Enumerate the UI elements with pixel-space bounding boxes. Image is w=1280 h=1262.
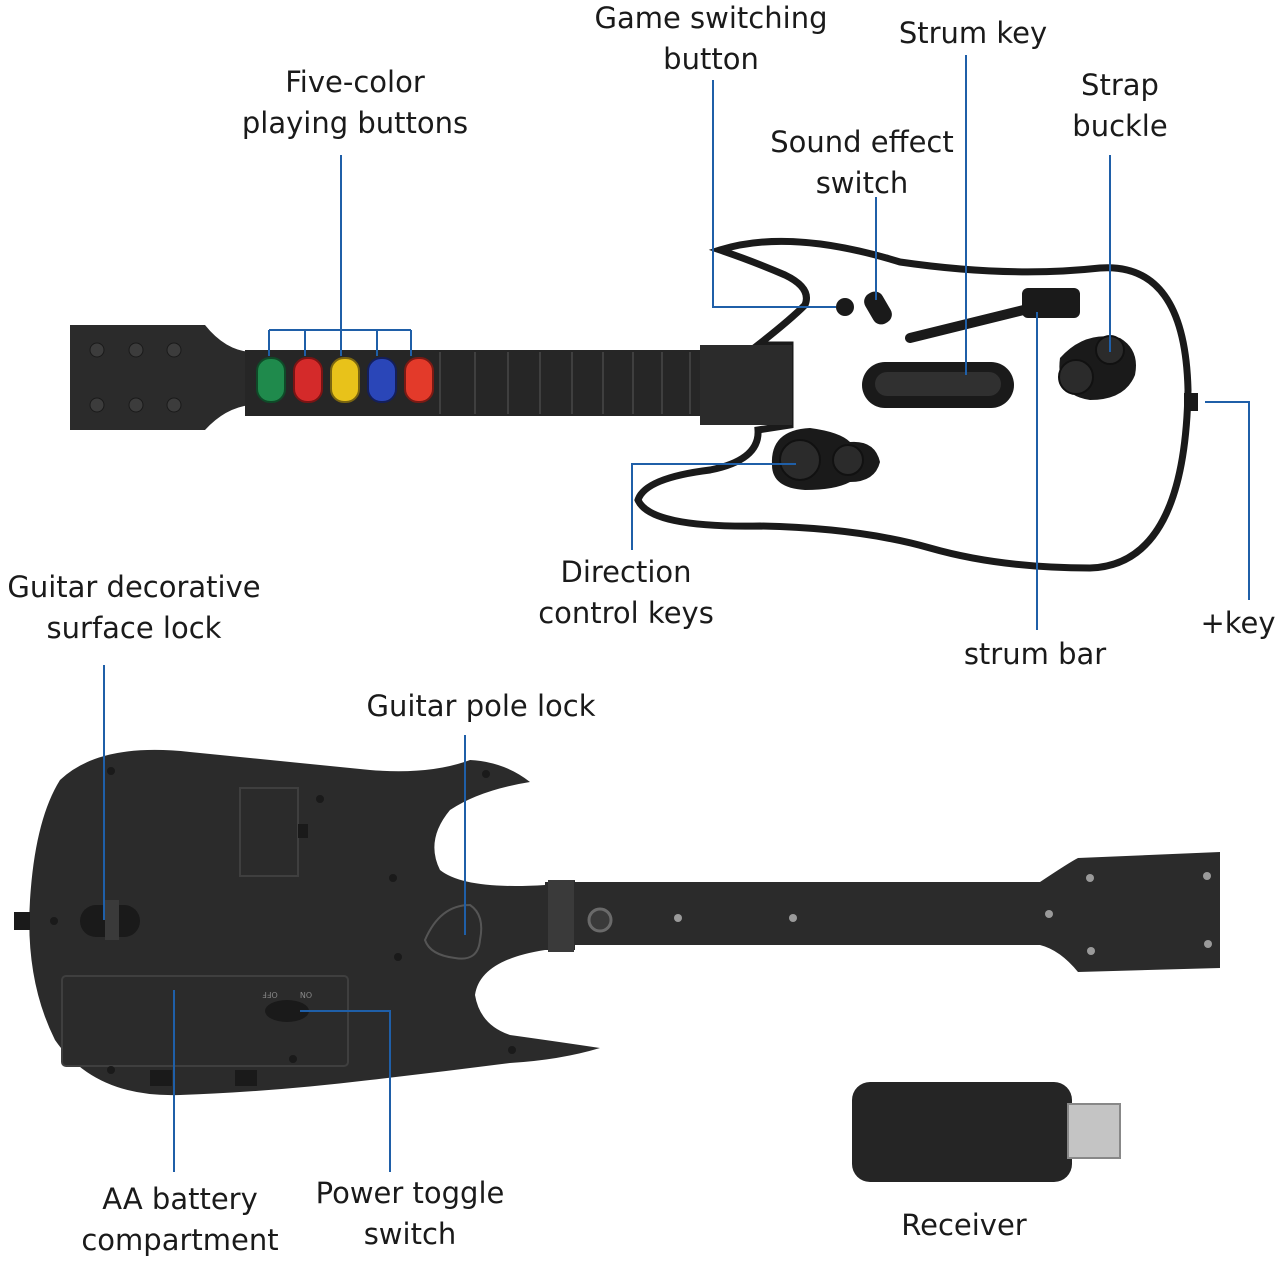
direction-key-secondary[interactable]: [832, 444, 864, 476]
body-screw: [289, 1055, 297, 1063]
body-screw: [389, 874, 397, 882]
red-fret-button[interactable]: [293, 357, 323, 403]
body-screw: [394, 953, 402, 961]
blue-fret-button[interactable]: [367, 357, 397, 403]
neck-screw: [674, 914, 682, 922]
plus-key[interactable]: [1184, 393, 1198, 411]
strum-bar-mount: [1022, 288, 1080, 318]
battery-compartment[interactable]: [61, 975, 349, 1067]
neck-screw: [1086, 874, 1094, 882]
body-screw: [50, 917, 58, 925]
label-plus-key: +key: [1200, 606, 1276, 640]
label-strum-key: Strum key: [898, 16, 1048, 50]
neck-lock-plate: [548, 880, 574, 952]
side-plus-key[interactable]: [14, 912, 30, 930]
neck-screw: [1204, 940, 1212, 948]
leader-game-switch: [712, 80, 836, 308]
back-guitar: ON OFF: [14, 749, 1220, 1096]
label-guitar-pole-lock: Guitar pole lock: [366, 689, 596, 723]
neck-lock-screw: [587, 907, 613, 933]
label-power-toggle-switch: Power toggle switch: [315, 1176, 505, 1251]
label-direction-control-keys: Direction control keys: [538, 555, 714, 630]
body-screw: [482, 770, 490, 778]
label-battery-compartment: AA battery compartment: [81, 1182, 279, 1257]
label-sound-effect-switch: Sound effect switch: [770, 125, 954, 200]
label-game-switching-button: Game switching button: [594, 1, 828, 76]
guitar-pole-lock[interactable]: [423, 903, 483, 960]
yellow-fret-button[interactable]: [330, 357, 360, 403]
tuning-peg: [89, 342, 105, 358]
direction-key[interactable]: [779, 439, 821, 481]
tuning-peg: [166, 342, 182, 358]
leader-direction: [631, 463, 796, 550]
sound-effect-switch[interactable]: [861, 288, 895, 327]
body-screw: [107, 767, 115, 775]
tuning-peg: [128, 342, 144, 358]
usb-port: [298, 824, 308, 838]
leader-five-color: [268, 155, 412, 356]
neck-screw: [1045, 910, 1053, 918]
receiver-body: [852, 1082, 1072, 1182]
label-decorative-surface-lock: Guitar decorative surface lock: [7, 570, 261, 645]
front-headstock: [70, 325, 250, 430]
battery-clip: [150, 1070, 172, 1086]
decorative-lock-knob: [105, 900, 119, 940]
leader-plus-key: [1205, 401, 1250, 600]
body-screw: [316, 795, 324, 803]
receiver-plug: [1067, 1103, 1121, 1159]
green-fret-button[interactable]: [256, 357, 286, 403]
leader-lines: [103, 55, 1250, 1172]
leader-power: [300, 1010, 391, 1172]
tuning-peg: [128, 397, 144, 413]
label-receiver: Receiver: [901, 1208, 1027, 1242]
receiver: [852, 1082, 1121, 1182]
back-neck: [545, 852, 1220, 972]
tuning-peg: [166, 397, 182, 413]
front-guitar: [70, 237, 1198, 572]
label-five-color-buttons: Five-color playing buttons: [241, 65, 469, 140]
neck-screw: [1087, 947, 1095, 955]
orange-fret-button[interactable]: [404, 357, 434, 403]
neck-screw: [1203, 872, 1211, 880]
label-strap-buckle: Strap buckle: [1072, 68, 1168, 143]
switch-off-label: OFF: [262, 990, 278, 999]
game-switching-button[interactable]: [836, 298, 854, 316]
neck-screw: [789, 914, 797, 922]
neck-joint: [700, 345, 792, 425]
label-strum-bar: strum bar: [963, 637, 1107, 671]
plus-key-button[interactable]: [1058, 359, 1094, 395]
battery-clip: [235, 1070, 257, 1086]
strum-key-inner: [875, 372, 1001, 396]
power-toggle-switch[interactable]: [265, 1000, 309, 1022]
body-screw: [508, 1046, 516, 1054]
body-screw: [107, 1066, 115, 1074]
tuning-peg: [89, 397, 105, 413]
switch-on-label: ON: [300, 990, 312, 999]
